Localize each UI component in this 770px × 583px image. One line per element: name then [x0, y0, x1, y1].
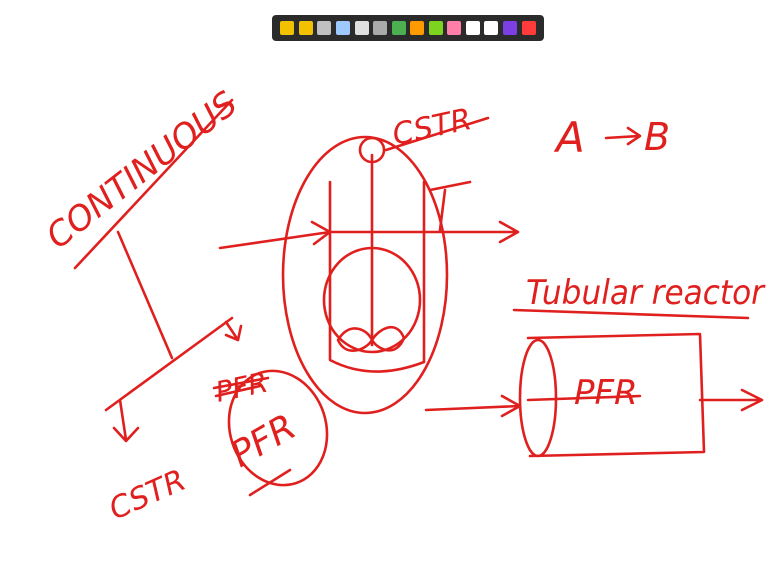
cstr-inlet-arrow — [220, 222, 330, 248]
label-pfr-tube: PFR — [574, 373, 638, 413]
pfr-outlet-arrow — [700, 390, 762, 410]
pfr-circle-tail — [250, 470, 290, 495]
label-continuous: CONTINUOUS — [39, 84, 245, 257]
label-tubular-reactor: Tubular reactor — [526, 273, 766, 313]
branch-right-arrow — [226, 322, 241, 340]
reaction-arrow — [606, 128, 640, 144]
branch-line — [106, 318, 232, 410]
branch-stem — [118, 232, 172, 358]
reaction-reactant: A — [553, 113, 585, 162]
label-pfr-circled: PFR — [224, 407, 303, 476]
branch-left-arrow — [114, 400, 138, 441]
label-cstr-bottom: CSTR — [104, 463, 191, 527]
reaction-product: B — [644, 115, 670, 159]
cstr-outlet-arrow — [424, 222, 518, 242]
pfr-inlet-arrow — [426, 396, 520, 416]
